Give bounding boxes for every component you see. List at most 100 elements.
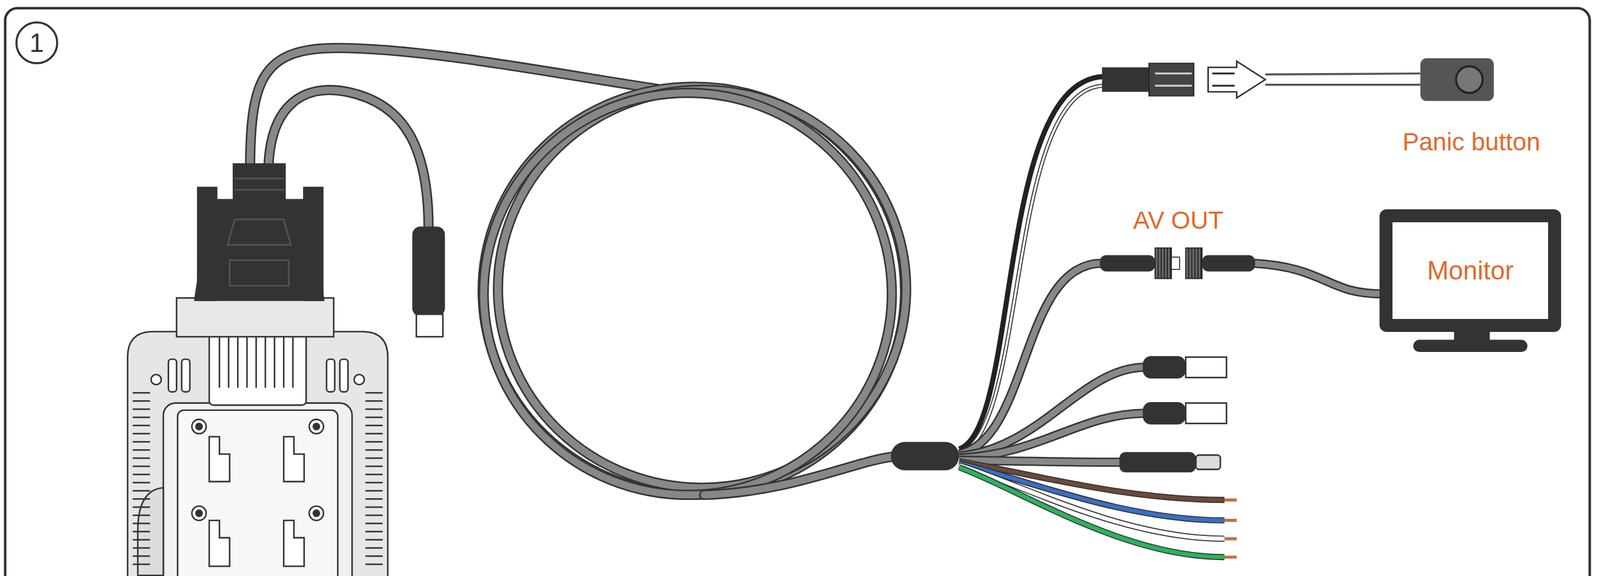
device-body-part [132,326,383,565]
plate-part [176,297,335,337]
coil-cable-part [703,456,898,496]
bare-wires-part [959,467,1225,558]
device-body-part-part [365,481,383,484]
panic-connector-part [1212,73,1235,87]
av-connector [1100,248,1256,279]
device-body-part-part [132,506,150,509]
av-cable-part [1252,263,1382,295]
device-body-part-part [365,563,383,566]
device-body-part-part [132,440,150,443]
bare-wires-part [1224,499,1237,558]
rca-cables-part [959,413,1145,459]
device-body-part [195,509,202,516]
device-body-part-part [365,538,383,541]
connector-label: AV OUT [1133,206,1224,235]
device-body-part-part [132,400,150,403]
bare-wires-part [959,467,1225,558]
dc-plug-part [1196,455,1221,470]
rca-plugs-part [1143,402,1187,425]
av-connector-part [1154,248,1172,279]
callout-circle [16,22,58,64]
device-body-part-part [365,530,383,533]
device-body-part-part [365,449,383,451]
db-connector-part [193,198,325,301]
panic-button-icon-part [1456,66,1483,93]
device-body-part [339,359,348,392]
device-body-part-part [132,514,150,517]
device-body-part-part [365,555,383,558]
av-cable [959,263,1382,455]
device-body-part-part [132,489,150,492]
usb-plug [412,226,445,337]
device-body-part [191,505,206,520]
panic-connector-part [1149,63,1194,96]
bare-wires [959,461,1237,558]
device-body-part-part [365,522,383,525]
device-body-part-part [365,457,383,460]
device-body-part [309,419,324,434]
device-body-part-part [365,408,383,411]
device-body-part [177,410,338,576]
device-body-part-part [365,416,383,419]
device-body-part [168,359,177,392]
av-connector-part [1171,257,1180,270]
device-body-part [209,436,230,482]
monitor-stand-part [1413,339,1528,352]
monitor-stand [1413,329,1528,352]
device-body-part-part [365,514,383,517]
db-connector-part [232,163,286,203]
coil-cable-part [483,92,892,495]
panic-connector-part [1207,61,1266,98]
rca-cables [959,367,1145,463]
db-connector [193,163,325,302]
dc-plug-part [1119,452,1197,473]
device-body-part-part [365,424,383,427]
coil-cable-part [483,92,892,495]
device-body-part-part [365,432,383,435]
rca-cables-part [959,460,1123,463]
breakout-part [890,441,960,470]
device-body-part-part [365,400,383,403]
panic-connector-part [1265,73,1421,85]
frame-part [5,8,1590,576]
rca-plugs-part [1185,357,1227,378]
device-body-part [354,374,365,385]
breakout [890,441,960,470]
device-body-part-part [132,538,150,541]
device-body-part-part [365,547,383,549]
device-body-part-part [132,449,150,451]
av-cable-part [1252,263,1382,295]
av-connector-part [1202,255,1256,272]
device-body-part-part [132,465,150,468]
monitor-box: Monitor [1379,209,1562,332]
dc-plug [1119,452,1221,473]
device-body-part [191,419,206,434]
device-body-part-part [132,432,150,435]
rca-cables-part [959,413,1145,459]
db-connector-part [229,259,289,286]
db-connector-part [227,219,291,245]
device-body-part-part [365,473,383,476]
device-body-part-part [132,530,150,533]
av-connector-part [1185,248,1203,279]
device-body-part-part [365,392,383,394]
rca-plugs [1143,356,1227,425]
device-body-part [283,436,305,482]
device-body-part-part [132,392,150,394]
db-connector-part [234,178,284,190]
panic-button-icon [1420,58,1494,102]
device-body-part [195,423,202,430]
device-body-part [150,374,161,385]
monitor-screen: Monitor [1392,222,1549,319]
device-body [127,318,388,576]
device-body-part-part [132,416,150,419]
device-body-part-part [365,465,383,468]
plate [176,297,335,337]
device-body-part [283,520,305,567]
panic-connector-part [1154,73,1192,87]
device-body-part-part [132,424,150,427]
device-body-part [326,359,335,392]
device-body-part-part [132,498,150,500]
device-body-part [181,359,190,392]
